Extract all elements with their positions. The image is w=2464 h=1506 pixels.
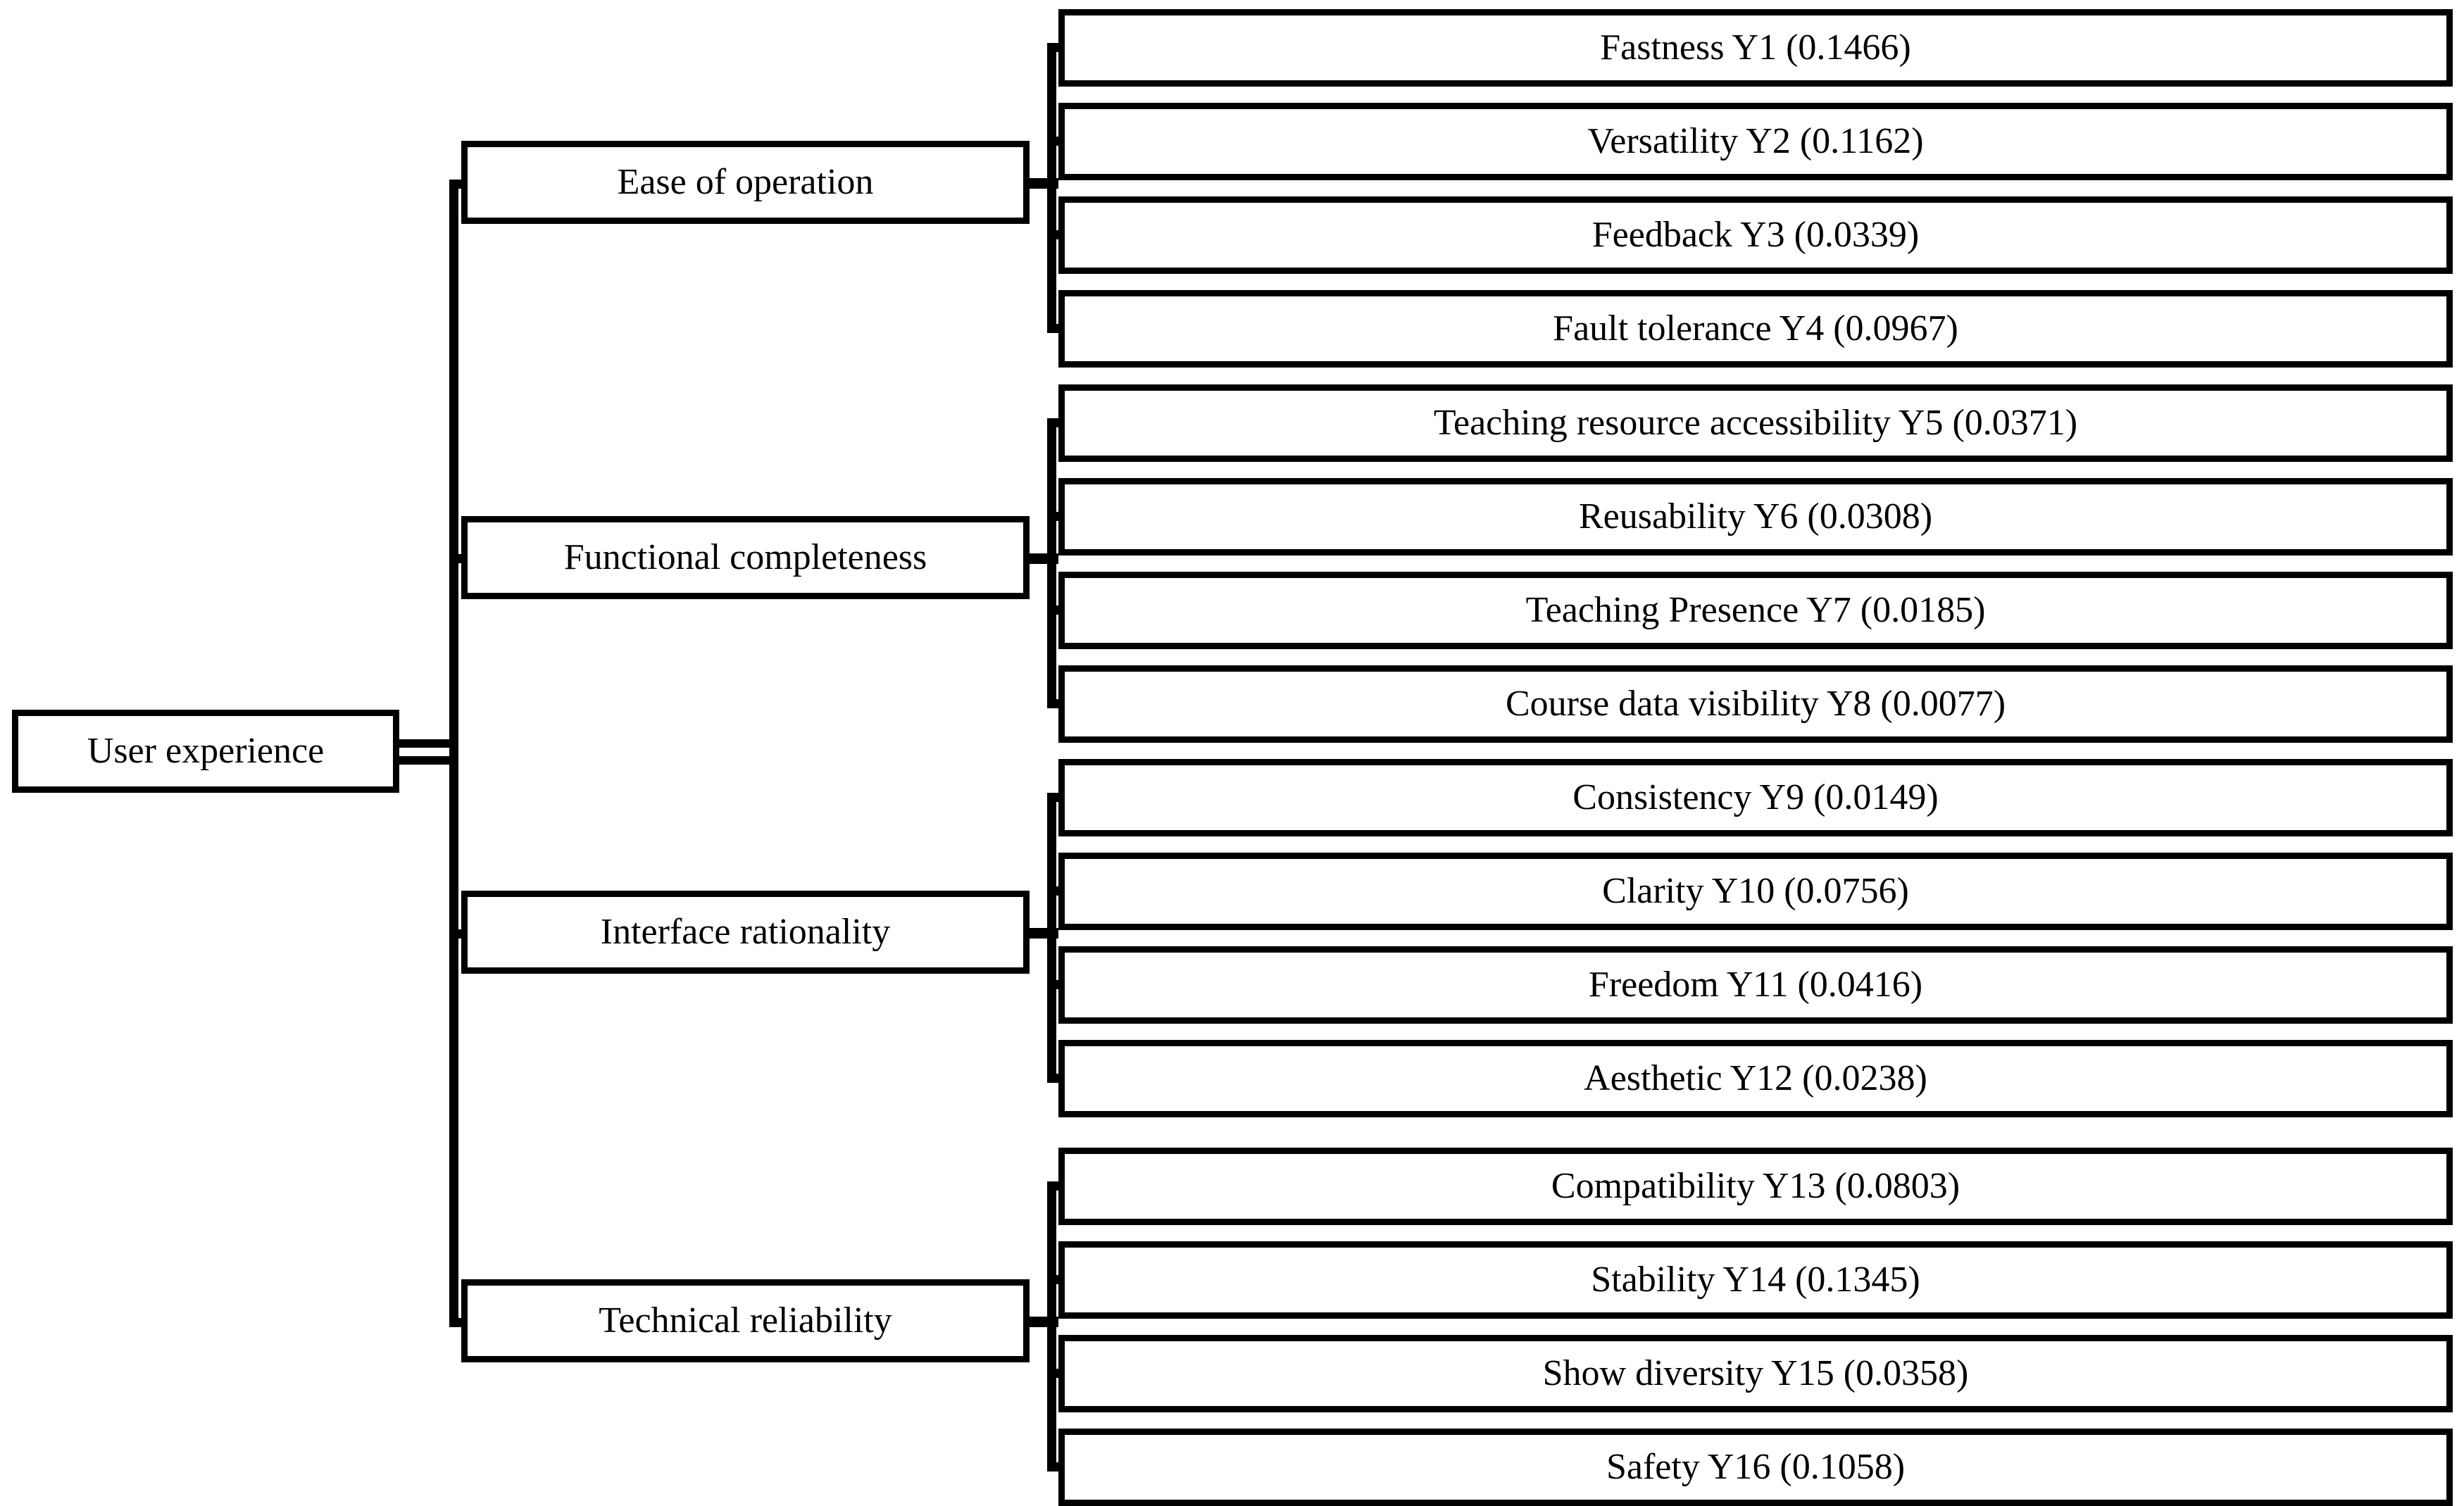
category-node-label: Ease of operation [617,161,874,202]
root-node-user-experience[interactable]: User experience [12,710,399,793]
leaf-node-label: Aesthetic Y12 (0.0238) [1584,1058,1927,1098]
leaf-node-label: Course data visibility Y8 (0.0077) [1505,683,2006,724]
connector-leaf-spine-group-4 [1047,1186,1056,1468]
leaf-node-label: Fault tolerance Y4 (0.0967) [1553,308,1958,349]
leaf-node-label: Versatility Y2 (0.1162) [1587,120,1924,161]
leaf-node-y13[interactable]: Compatibility Y13 (0.0803) [1058,1148,2453,1225]
leaf-node-label: Clarity Y10 (0.0756) [1602,870,1909,911]
leaf-node-y3[interactable]: Feedback Y3 (0.0339) [1058,196,2453,274]
category-node-technical-reliability[interactable]: Technical reliability [461,1279,1030,1362]
leaf-node-y12[interactable]: Aesthetic Y12 (0.0238) [1058,1040,2453,1117]
leaf-node-label: Compatibility Y13 (0.0803) [1551,1165,1960,1206]
leaf-node-y15[interactable]: Show diversity Y15 (0.0358) [1058,1335,2453,1412]
root-node-label: User experience [87,730,325,771]
category-node-interface-rationality[interactable]: Interface rationality [461,891,1030,974]
category-node-label: Functional completeness [563,536,927,577]
leaf-node-y7[interactable]: Teaching Presence Y7 (0.0185) [1058,572,2453,649]
leaf-node-y11[interactable]: Freedom Y11 (0.0416) [1058,946,2453,1024]
leaf-node-label: Consistency Y9 (0.0149) [1572,777,1939,817]
leaf-node-label: Teaching Presence Y7 (0.0185) [1525,589,1986,630]
leaf-node-label: Safety Y16 (0.1058) [1606,1446,1906,1487]
leaf-node-y2[interactable]: Versatility Y2 (0.1162) [1058,103,2453,180]
leaf-node-label: Show diversity Y15 (0.0358) [1542,1353,1969,1393]
leaf-node-y8[interactable]: Course data visibility Y8 (0.0077) [1058,665,2453,743]
connector-root-stub-bottom [399,756,456,765]
category-node-label: Technical reliability [599,1300,892,1341]
leaf-node-y4[interactable]: Fault tolerance Y4 (0.0967) [1058,290,2453,368]
connector-leaf-spine-group-3 [1047,797,1056,1079]
category-node-ease-of-operation[interactable]: Ease of operation [461,141,1030,224]
category-node-functional-completeness[interactable]: Functional completeness [461,516,1030,599]
leaf-node-label: Fastness Y1 (0.1466) [1600,27,1911,68]
leaf-node-y10[interactable]: Clarity Y10 (0.0756) [1058,853,2453,930]
leaf-node-label: Teaching resource accessibility Y5 (0.03… [1433,402,2078,443]
leaf-node-y6[interactable]: Reusability Y6 (0.0308) [1058,478,2453,556]
leaf-node-y14[interactable]: Stability Y14 (0.1345) [1058,1241,2453,1319]
leaf-node-y1[interactable]: Fastness Y1 (0.1466) [1058,9,2453,87]
connector-left-spine [449,180,458,1327]
leaf-node-label: Freedom Y11 (0.0416) [1588,964,1923,1005]
leaf-node-y5[interactable]: Teaching resource accessibility Y5 (0.03… [1058,384,2453,462]
leaf-node-label: Feedback Y3 (0.0339) [1591,214,1920,255]
connector-leaf-spine-group-1 [1047,47,1056,330]
category-node-label: Interface rationality [600,911,891,952]
leaf-node-y9[interactable]: Consistency Y9 (0.0149) [1058,759,2453,836]
leaf-node-y16[interactable]: Safety Y16 (0.1058) [1058,1429,2453,1506]
leaf-node-label: Reusability Y6 (0.0308) [1578,496,1933,536]
leaf-node-label: Stability Y14 (0.1345) [1591,1259,1920,1300]
connector-leaf-spine-group-2 [1047,422,1056,705]
connector-root-stub-top [399,739,456,748]
